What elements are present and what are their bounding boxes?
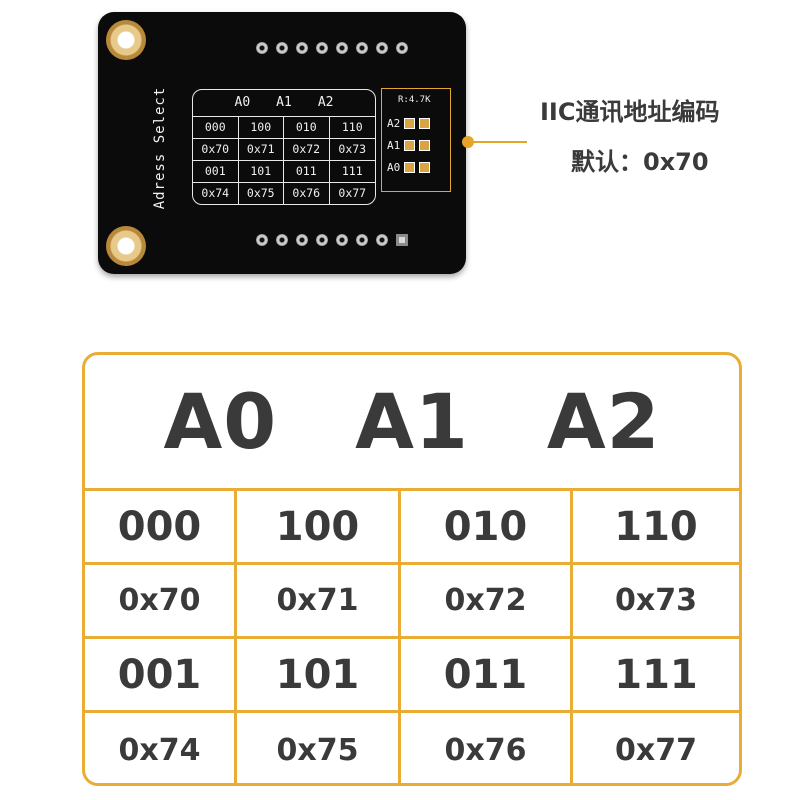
silk-cell: 110: [329, 117, 375, 139]
callout-dot: [462, 136, 474, 148]
header-pin: [296, 42, 308, 54]
pcb-address-silkscreen: A0 A1 A2 000 100 010 110 0x70 0x71 0x72 …: [192, 89, 376, 205]
address-table-grid: 000 100 010 110 0x70 0x71 0x72 0x73 001 …: [85, 491, 739, 783]
address-table-header: A0 A1 A2: [85, 355, 739, 491]
silk-header: A0 A1 A2: [193, 90, 375, 116]
binary-code-cell: 110: [573, 491, 739, 565]
header-pin: [376, 42, 388, 54]
binary-code-cell: 100: [237, 491, 401, 565]
silk-header-a2: A2: [317, 95, 334, 110]
solder-pad: [419, 162, 431, 173]
header-pin: [316, 42, 328, 54]
header-pin: [276, 42, 288, 54]
address-jumper-box: R:4.7K A2 A1 A0: [381, 88, 451, 192]
header-a2: A2: [546, 377, 661, 466]
silk-cell: 0x76: [284, 183, 330, 204]
jumper-label: A2: [387, 117, 401, 130]
resistor-label: R:4.7K: [398, 95, 431, 105]
silk-cell: 111: [329, 161, 375, 183]
hex-address-cell: 0x73: [573, 565, 739, 639]
header-a0: A0: [163, 377, 278, 466]
solder-pad: [404, 162, 416, 173]
silk-cell: 0x74: [193, 183, 239, 204]
hex-address-cell: 0x77: [615, 732, 697, 768]
hex-address-cell: 0x76: [401, 713, 573, 783]
header-pin: [256, 42, 268, 54]
header-pin: [376, 234, 388, 246]
jumper-a2: A2: [387, 117, 431, 130]
header-pin: [336, 42, 348, 54]
hex-address-cell: 0x71: [237, 565, 401, 639]
header-pin: [356, 42, 368, 54]
pcb-side-label: Adress Select: [152, 86, 168, 210]
silk-cell: 0x72: [284, 139, 330, 161]
jumper-label: A0: [387, 161, 401, 174]
silk-cell: 011: [284, 161, 330, 183]
mounting-hole-top-left: [106, 20, 146, 60]
binary-code-cell: 010: [401, 491, 573, 565]
header-pins-bottom: [256, 234, 408, 246]
header-pin: [276, 234, 288, 246]
silk-cell: 0x75: [239, 183, 284, 204]
silk-cell: 101: [238, 161, 284, 183]
solder-pad: [404, 140, 416, 151]
binary-code-cell: 101: [237, 639, 401, 713]
callout-line: [471, 141, 527, 143]
hex-address-cell: 0x75: [237, 713, 401, 783]
silk-cell: 001: [193, 161, 239, 183]
silk-header-a1: A1: [276, 95, 292, 110]
solder-pad: [419, 140, 431, 151]
binary-code-cell: 011: [401, 639, 573, 713]
address-caption: IIC通讯地址编码 默认：0x70: [540, 92, 790, 182]
silk-grid: 000 100 010 110 0x70 0x71 0x72 0x73 001 …: [193, 116, 375, 204]
silk-header-a0: A0: [234, 95, 251, 110]
silk-cell: 0x71: [238, 139, 284, 161]
caption-default-address: 默认：0x70: [571, 148, 709, 176]
header-pins-top: [256, 42, 408, 54]
silk-cell: 0x73: [329, 139, 375, 161]
solder-pad: [404, 118, 416, 129]
binary-code-cell: 111: [573, 639, 739, 713]
header-pin: [396, 42, 408, 54]
jumper-label: A1: [387, 139, 401, 152]
caption-title: IIC通讯地址编码: [540, 98, 720, 126]
jumper-a0: A0: [387, 161, 431, 174]
header-pin: [356, 234, 368, 246]
header-pin-square: [396, 234, 408, 246]
header-a1: A1: [355, 377, 469, 466]
header-pin: [336, 234, 348, 246]
silk-cell: 0x70: [193, 139, 239, 161]
binary-code-cell: 001: [85, 639, 237, 713]
header-pin: [256, 234, 268, 246]
hex-address-cell: 0x70: [85, 565, 237, 639]
silk-cell: 010: [284, 117, 330, 139]
address-table: A0 A1 A2 000 100 010 110 0x70 0x71 0x72 …: [82, 352, 742, 786]
binary-code-cell: 000: [85, 491, 237, 565]
hex-address-cell: 0x74: [85, 713, 237, 783]
silk-cell: 0x77: [338, 186, 367, 200]
jumper-a1: A1: [387, 139, 431, 152]
header-pin: [296, 234, 308, 246]
silk-cell: 000: [193, 117, 239, 139]
header-pin: [316, 234, 328, 246]
silk-cell: 100: [238, 117, 284, 139]
solder-pad: [419, 118, 431, 129]
mounting-hole-bottom-left: [106, 226, 146, 266]
hex-address-cell: 0x72: [401, 565, 573, 639]
